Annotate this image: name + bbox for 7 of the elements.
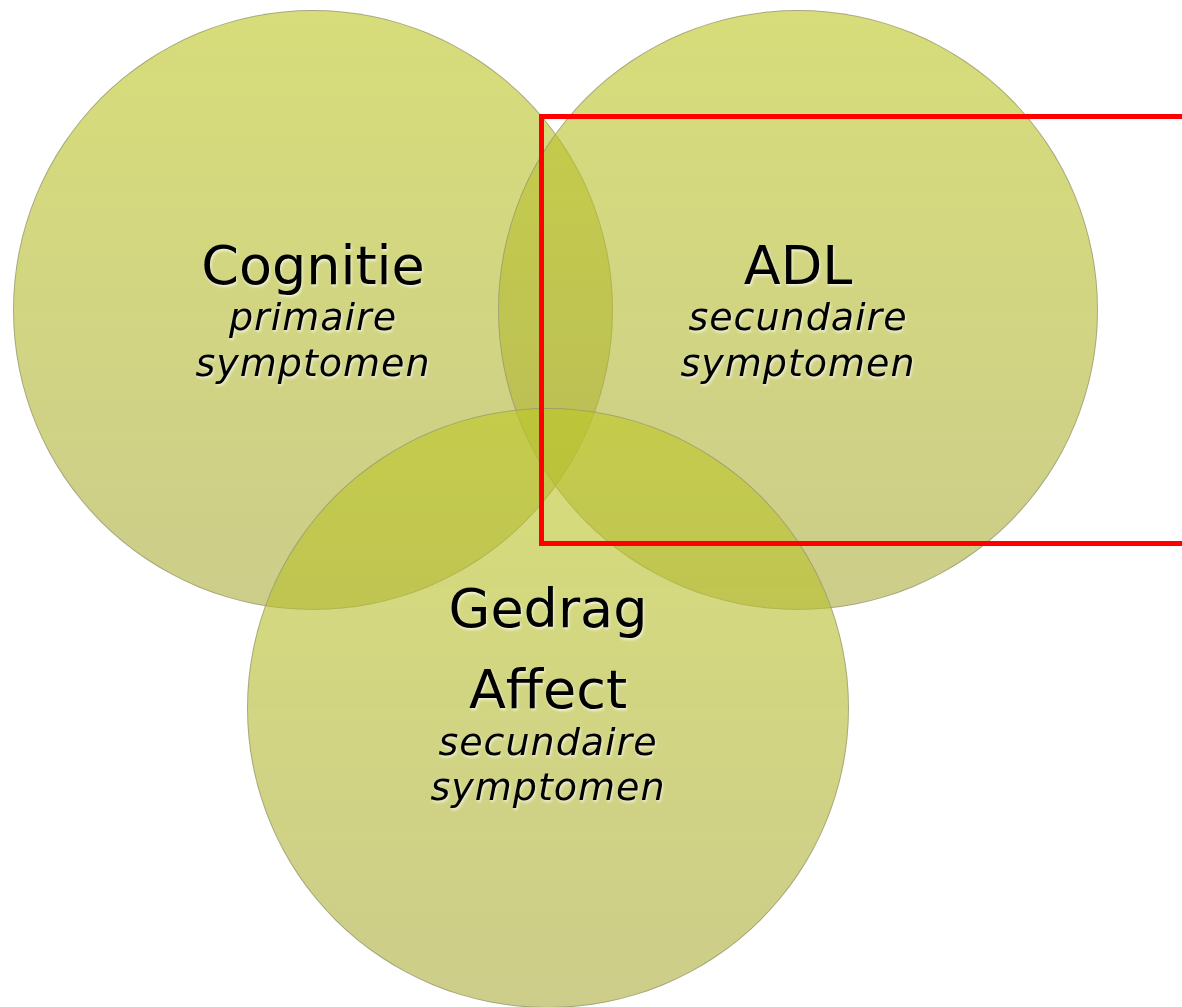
circle-title: Cognitie bbox=[200, 236, 426, 296]
circle-title: ADL bbox=[742, 236, 854, 296]
circle-title: Affect bbox=[467, 660, 629, 720]
circle-subtitle: secundaire symptomen bbox=[429, 719, 667, 811]
circle-title: Gedrag bbox=[447, 579, 649, 639]
circle-subtitle: primaire symptomen bbox=[194, 295, 432, 387]
circle-subtitle: secundaire symptomen bbox=[679, 295, 917, 387]
